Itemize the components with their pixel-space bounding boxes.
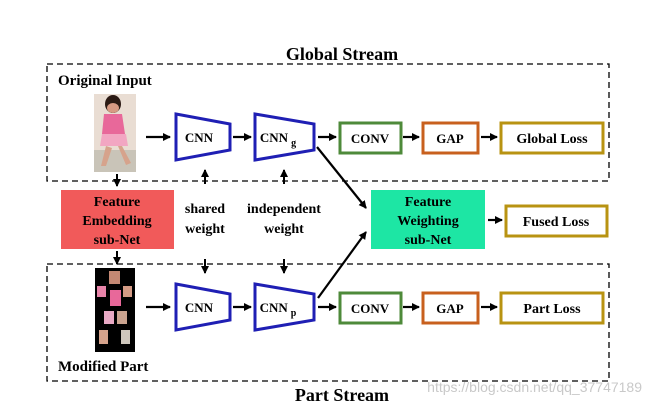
conv-part-block: CONV <box>338 291 403 325</box>
cnn-part-label: CNN <box>185 300 214 315</box>
feature-embedding-subnet: Feature Embedding sub-Net <box>61 190 174 249</box>
independent-weight-line2: weight <box>264 222 304 237</box>
conv-global-label: CONV <box>351 131 390 146</box>
part-stream-box <box>46 263 610 382</box>
gap-global-label: GAP <box>436 131 464 146</box>
fused-loss-label: Fused Loss <box>523 215 590 230</box>
conv-part-label: CONV <box>351 301 390 316</box>
conv-global-block: CONV <box>338 121 403 155</box>
modified-part-label: Modified Part <box>58 359 148 375</box>
fused-loss-block: Fused Loss <box>504 204 609 238</box>
global-loss-label: Global Loss <box>516 132 588 147</box>
part-loss-block: Part Loss <box>499 291 605 325</box>
feature-weighting-line1: Feature <box>405 195 451 210</box>
cnn-part-block: CNN <box>174 282 232 332</box>
cnn-p-base: CNN <box>260 300 289 315</box>
cnn-g-subscript: g <box>291 138 296 149</box>
gap-part-block: GAP <box>421 291 480 325</box>
feature-weighting-line3: sub-Net <box>405 233 452 248</box>
feature-embedding-line2: Embedding <box>82 214 151 229</box>
feature-weighting-subnet: Feature Weighting sub-Net <box>371 190 485 249</box>
shared-weight-line2: weight <box>185 222 225 237</box>
fusion-arrows <box>316 146 503 299</box>
global-stream-box <box>46 63 610 182</box>
gap-part-label: GAP <box>436 301 464 316</box>
part-loss-label: Part Loss <box>523 302 581 317</box>
original-input-label: Original Input <box>58 73 152 89</box>
weight-arrows <box>201 169 288 274</box>
cnn-p-subscript: p <box>291 308 297 319</box>
independent-weight-line1: independent <box>247 202 321 217</box>
global-stream-title: Global Stream <box>286 44 398 64</box>
feature-weighting-line2: Weighting <box>397 214 458 229</box>
part-stream-title: Part Stream <box>295 385 389 405</box>
original-input-image <box>94 94 136 172</box>
cnn-g-base: CNN <box>260 130 289 145</box>
cnn-global-block: CNN <box>174 112 232 162</box>
watermark: https://blog.csdn.net/qq_37747189 <box>427 379 642 395</box>
modified-part-image <box>95 268 135 352</box>
shared-weight-line1: shared <box>185 202 225 217</box>
feature-embedding-line3: sub-Net <box>94 233 141 248</box>
gap-global-block: GAP <box>421 121 480 155</box>
cnn-global-label: CNN <box>185 130 214 145</box>
global-loss-block: Global Loss <box>499 121 605 155</box>
feature-embedding-line1: Feature <box>94 195 140 210</box>
